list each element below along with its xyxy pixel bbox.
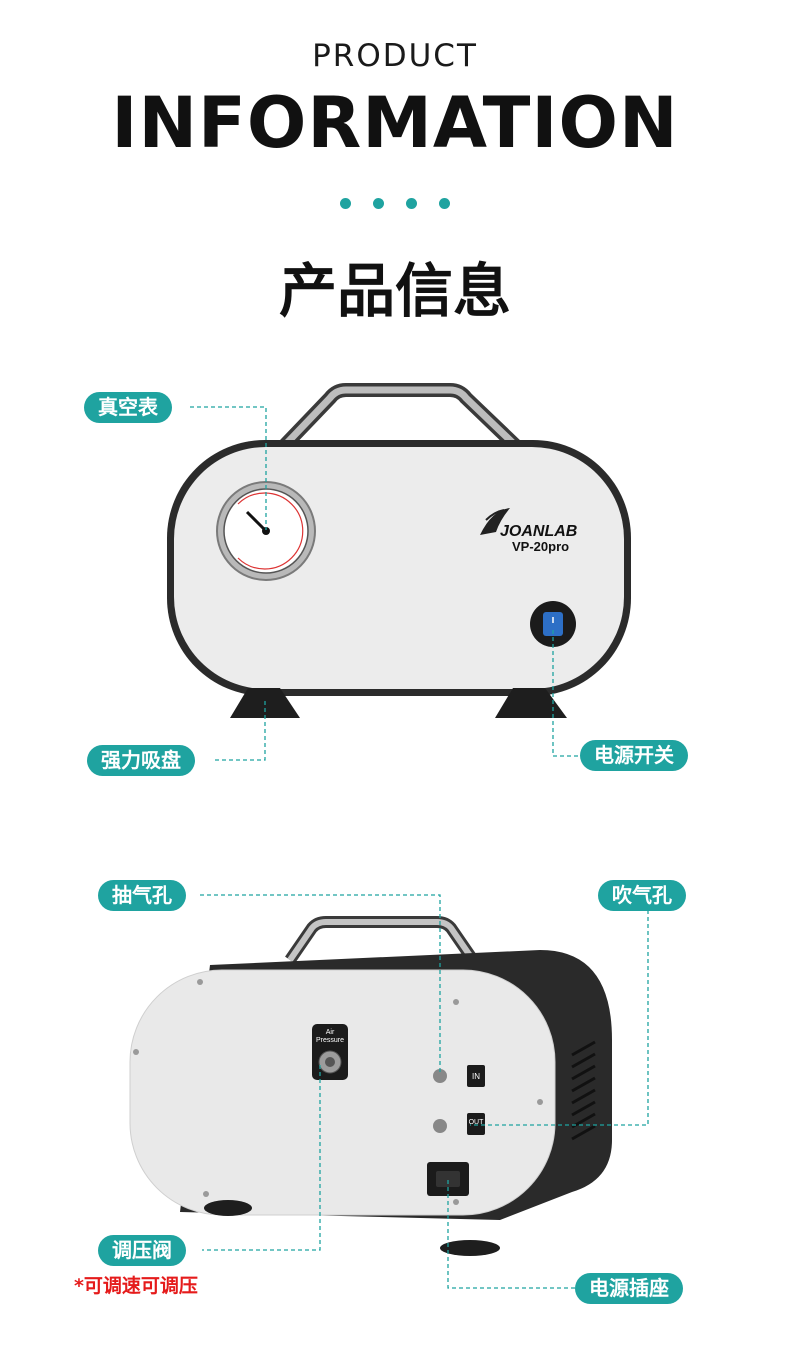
blow-port — [433, 1119, 447, 1133]
label-suction-feet: 强力吸盘 — [87, 745, 195, 776]
label-suction-port: 抽气孔 — [98, 880, 186, 911]
dot — [340, 198, 351, 209]
svg-text:OUT: OUT — [469, 1119, 485, 1126]
label-regulator-valve: 调压阀 — [98, 1235, 186, 1266]
suction-foot-right — [440, 1240, 500, 1256]
speed-pressure-note: *可调速可调压 — [74, 1275, 198, 1297]
suction-foot-left — [204, 1200, 252, 1216]
svg-text:Pressure: Pressure — [316, 1037, 344, 1044]
section-headline: INFORMATION — [111, 82, 679, 164]
vacuum-gauge — [216, 481, 316, 581]
label-vacuum-gauge: 真空表 — [84, 392, 172, 423]
handle — [279, 383, 520, 451]
brand-name: JOANLAB — [500, 523, 577, 540]
label-blow-port: 吹气孔 — [598, 880, 686, 911]
decorative-dots — [0, 198, 790, 209]
back-panel — [129, 969, 556, 1216]
brand-logo-fish-icon — [480, 508, 510, 535]
front-view-illustration: JOANLAB VP-20pro — [167, 383, 631, 761]
label-power-socket: 电源插座 — [575, 1273, 683, 1304]
svg-text:Air: Air — [326, 1029, 335, 1036]
label-power-switch: 电源开关 — [580, 740, 688, 771]
dot — [373, 198, 384, 209]
dot — [406, 198, 417, 209]
dot — [439, 198, 450, 209]
suction-foot-right — [495, 688, 567, 718]
model-name: VP-20pro — [512, 539, 569, 554]
section-kicker: PRODUCT — [312, 38, 478, 74]
back-view-illustration: Air Pressure IN OUT — [129, 894, 649, 1289]
svg-text:IN: IN — [472, 1072, 480, 1081]
section-title-cn: 产品信息 — [278, 257, 511, 325]
suction-port — [433, 1069, 447, 1083]
